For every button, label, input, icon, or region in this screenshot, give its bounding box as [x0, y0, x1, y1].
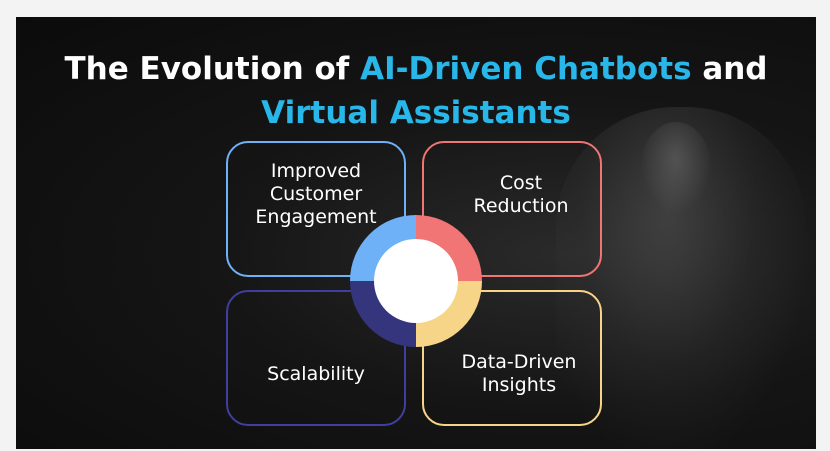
quadrant-box-data-insights	[422, 290, 602, 426]
label-cost-reduction: Cost Reduction	[473, 172, 569, 217]
center-circle	[374, 239, 458, 323]
label-scalability: Scalability	[267, 363, 365, 385]
title-accent-1: AI-Driven Chatbots	[360, 51, 692, 87]
quadrant-box-scalability	[226, 290, 406, 426]
page-title: The Evolution of AI-Driven Chatbots and …	[16, 47, 816, 135]
title-plain: The Evolution of	[64, 51, 361, 87]
title-accent-2: Virtual Assistants	[261, 95, 571, 131]
title-tail: and	[691, 51, 768, 87]
label-data-driven-insights: Data-Driven Insights	[461, 351, 577, 396]
background-robot-figure	[556, 107, 806, 449]
quadrant-box-improved-engagement	[226, 141, 406, 277]
quadrant-box-cost-reduction	[422, 141, 602, 277]
infographic-frame: The Evolution of AI-Driven Chatbots and …	[16, 17, 816, 449]
title-line-1: The Evolution of AI-Driven Chatbots and	[16, 47, 816, 91]
label-improved-customer-engagement: Improved Customer Engagement	[255, 160, 377, 228]
background-robot-head	[641, 122, 711, 212]
